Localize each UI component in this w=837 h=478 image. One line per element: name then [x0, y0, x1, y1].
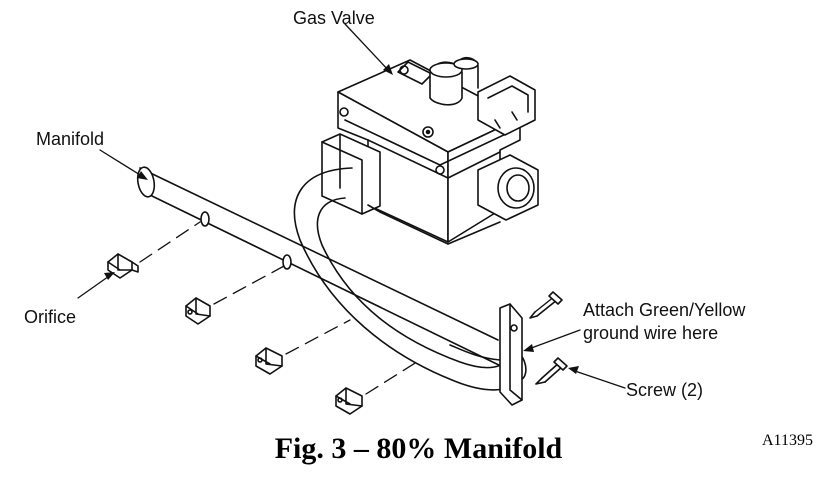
alignment-lines — [139, 221, 421, 395]
orifice-2 — [185, 297, 211, 325]
ground-bracket — [499, 303, 523, 406]
gas-valve — [321, 56, 539, 245]
leader-lines — [77, 23, 626, 389]
orifice-label: Orifice — [24, 307, 77, 327]
screw-label: Screw (2) — [626, 380, 704, 400]
figure-caption: Fig. 3 – 80% Manifold — [274, 432, 563, 465]
leader-arrowheads — [104, 64, 579, 374]
orifice-3 — [255, 347, 283, 375]
orifice-1 — [107, 253, 139, 279]
manifold-label: Manifold — [36, 129, 105, 149]
screw-upper — [529, 291, 563, 319]
ground-wire-label-line1: Attach Green/Yellow — [583, 300, 746, 320]
orifice-4 — [335, 387, 363, 415]
ground-wire-label-line2: ground wire here — [583, 323, 719, 343]
figure-id: A11395 — [762, 432, 813, 449]
screw-lower — [535, 357, 568, 385]
gas-valve-label: Gas Valve — [293, 8, 375, 28]
